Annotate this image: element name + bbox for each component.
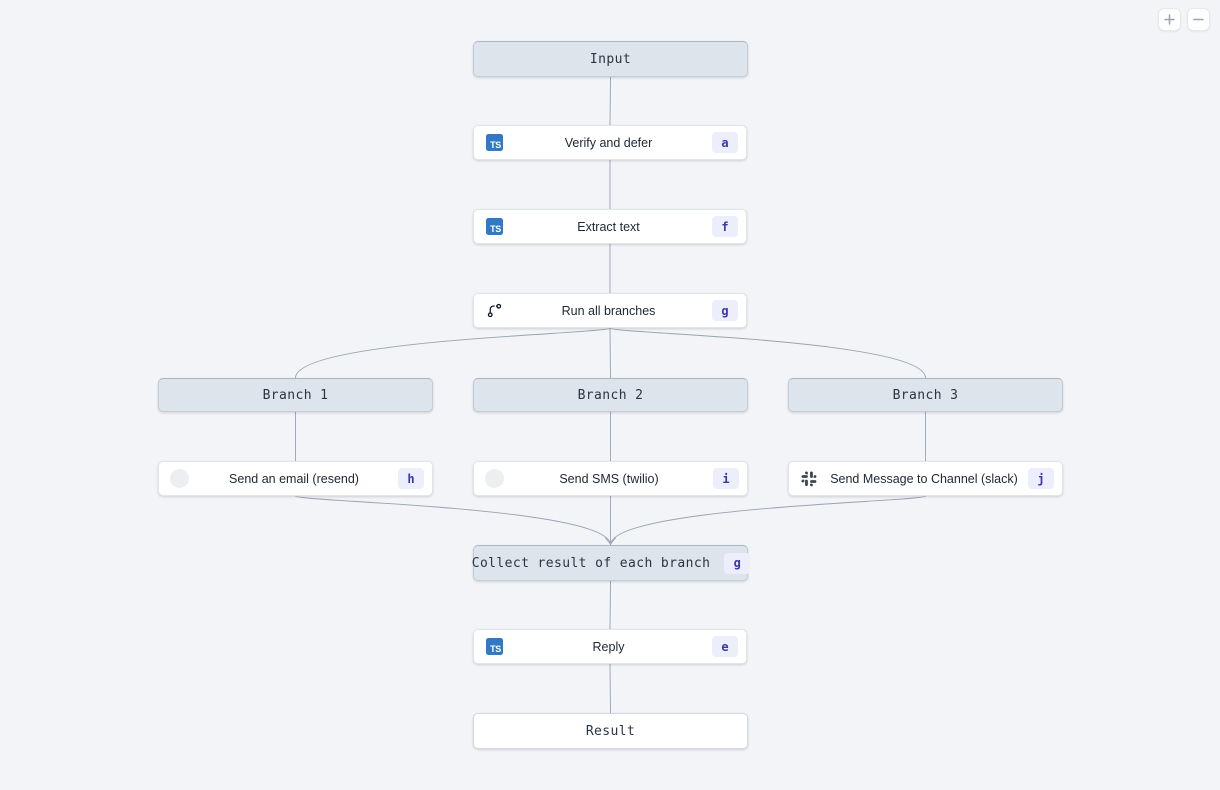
node-badge[interactable]: g <box>712 300 738 321</box>
node-badge[interactable]: i <box>713 468 739 489</box>
edge-input-to-verify <box>609 76 611 126</box>
node-badge[interactable]: e <box>712 636 738 657</box>
node-badge[interactable]: a <box>712 132 738 153</box>
edge-runall-to-branch2 <box>609 327 611 379</box>
node-branch3[interactable]: Branch 3 <box>788 378 1063 412</box>
placeholder-logo-icon <box>483 468 505 490</box>
node-branch2[interactable]: Branch 2 <box>473 378 748 412</box>
node-collect[interactable]: Collect result of each branch g <box>471 545 751 581</box>
node-label: Branch 1 <box>262 387 329 403</box>
node-sms[interactable]: Send SMS (twilio) i <box>473 461 748 496</box>
node-badge[interactable]: j <box>1028 468 1054 489</box>
node-branch1[interactable]: Branch 1 <box>158 378 433 412</box>
node-badge[interactable]: h <box>398 468 424 489</box>
node-label: Input <box>589 51 632 67</box>
zoom-in-button[interactable] <box>1158 8 1181 31</box>
typescript-icon: TS <box>483 132 505 154</box>
edge-runall-to-branch3 <box>609 327 926 379</box>
node-label: Result <box>585 723 636 739</box>
node-badge[interactable]: f <box>712 216 738 237</box>
typescript-glyph: TS <box>485 218 503 235</box>
node-label: Reply <box>592 639 625 654</box>
node-label: Send Message to Channel (slack) <box>830 471 1018 486</box>
node-badge[interactable]: g <box>724 552 751 574</box>
node-label: Verify and defer <box>564 135 653 150</box>
node-input[interactable]: Input <box>473 41 748 77</box>
edge-collect-to-reply <box>609 580 611 630</box>
node-runall[interactable]: Run all branches g <box>473 293 747 328</box>
logo-placeholder <box>169 469 189 488</box>
zoom-controls <box>1158 8 1210 31</box>
edge-arrowhead-collect <box>605 537 616 545</box>
node-extract[interactable]: TS Extract text f <box>473 209 747 244</box>
slack-icon <box>798 468 820 490</box>
typescript-icon: TS <box>483 216 505 238</box>
plus-icon <box>1164 14 1175 25</box>
node-verify[interactable]: TS Verify and defer a <box>473 125 747 160</box>
edge-slack-to-collect <box>610 495 926 546</box>
node-reply[interactable]: TS Reply e <box>473 629 747 664</box>
node-label: Collect result of each branch <box>471 555 711 571</box>
node-label: Branch 2 <box>577 387 644 403</box>
node-label: Send an email (resend) <box>229 471 359 486</box>
node-label: Branch 3 <box>892 387 959 403</box>
typescript-glyph: TS <box>485 638 503 655</box>
edge-email-to-collect <box>295 495 611 546</box>
zoom-out-button[interactable] <box>1187 8 1210 31</box>
node-result[interactable]: Result <box>473 713 748 749</box>
placeholder-logo-icon <box>168 468 190 490</box>
typescript-icon: TS <box>483 636 505 658</box>
node-label: Run all branches <box>561 303 656 318</box>
minus-icon <box>1193 18 1204 21</box>
logo-placeholder <box>484 469 504 488</box>
edge-reply-to-result <box>609 663 611 714</box>
edge-runall-to-branch1 <box>295 327 611 379</box>
node-email[interactable]: Send an email (resend) h <box>158 461 433 496</box>
typescript-glyph: TS <box>485 134 503 151</box>
node-slack[interactable]: Send Message to Channel (slack) j <box>788 461 1063 496</box>
node-label: Send SMS (twilio) <box>559 471 659 486</box>
node-label: Extract text <box>577 219 640 234</box>
git-branch-icon <box>483 300 505 322</box>
